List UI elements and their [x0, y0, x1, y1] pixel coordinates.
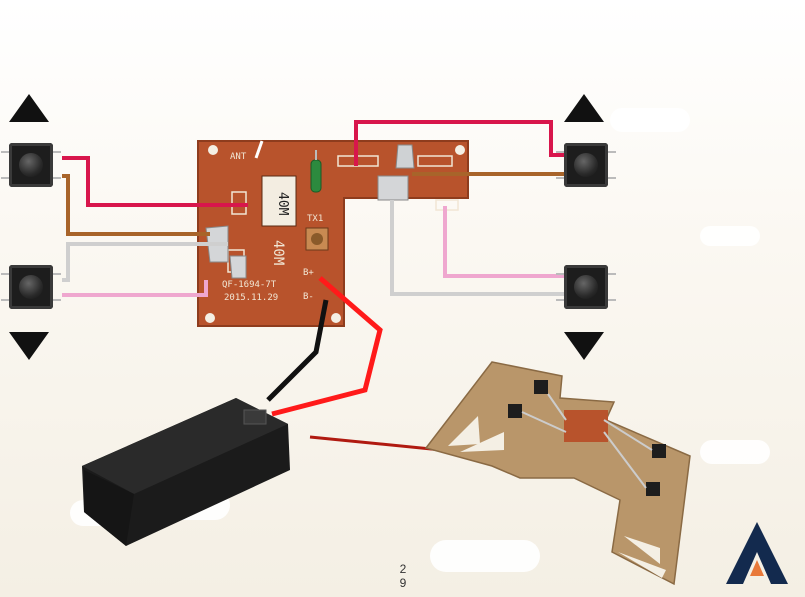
pcb-mount-hole	[331, 313, 341, 323]
wire-brown-left	[62, 174, 210, 236]
down-left-switch	[1, 265, 61, 309]
up-right-switch	[556, 143, 616, 187]
cloud-decoration	[430, 540, 540, 572]
metal-clip	[229, 255, 247, 279]
wire-pink-right	[443, 206, 566, 278]
wire-pink-left	[62, 280, 208, 297]
battery-holder	[82, 398, 290, 546]
cardboard-controller	[424, 361, 691, 586]
cloud-decoration	[700, 226, 760, 246]
cloud-decoration	[610, 108, 690, 132]
wire-red-left	[62, 156, 248, 207]
down-arrow-icon	[564, 332, 604, 360]
pcb-mount-hole	[208, 145, 218, 155]
pcb-mount-hole	[455, 145, 465, 155]
page-number: 2 9	[398, 562, 408, 590]
pcb-mount-hole	[205, 313, 215, 323]
pcb-label-tx1: TX1	[307, 214, 324, 224]
pcb-pad	[417, 155, 453, 167]
up-left-switch	[1, 143, 61, 187]
pcb-label-ant: ANT	[230, 152, 247, 162]
pcb-label-date: 2015.11.29	[224, 293, 279, 303]
antenna-wire	[254, 140, 264, 159]
pcb-label-bminus: B-	[303, 292, 314, 302]
page-number-digit: 2	[399, 562, 407, 576]
inductor	[310, 159, 322, 193]
metal-clip	[395, 144, 415, 169]
down-arrow-icon	[9, 332, 49, 360]
battery-wire-black	[266, 299, 329, 402]
page-number-digit: 9	[399, 576, 407, 590]
cloud-decoration	[700, 440, 770, 464]
wire-red-right	[354, 120, 566, 166]
wire-gray-left	[62, 242, 228, 282]
battery-wire-red	[271, 276, 383, 417]
pcb-label-40m-silk: 40M	[270, 240, 286, 266]
up-arrow-icon	[564, 94, 604, 122]
pcb-crystal-label-box	[261, 175, 297, 227]
pcb-label-model: QF-1694-7T	[222, 280, 277, 290]
wire-gray-right	[390, 200, 566, 296]
pcb-label-40m-box: 40M	[275, 192, 290, 216]
logo-a-icon	[726, 522, 788, 584]
pcb-label-bplus: B+	[303, 268, 314, 278]
metal-clip	[377, 175, 409, 201]
down-right-switch	[556, 265, 616, 309]
up-arrow-icon	[9, 94, 49, 122]
